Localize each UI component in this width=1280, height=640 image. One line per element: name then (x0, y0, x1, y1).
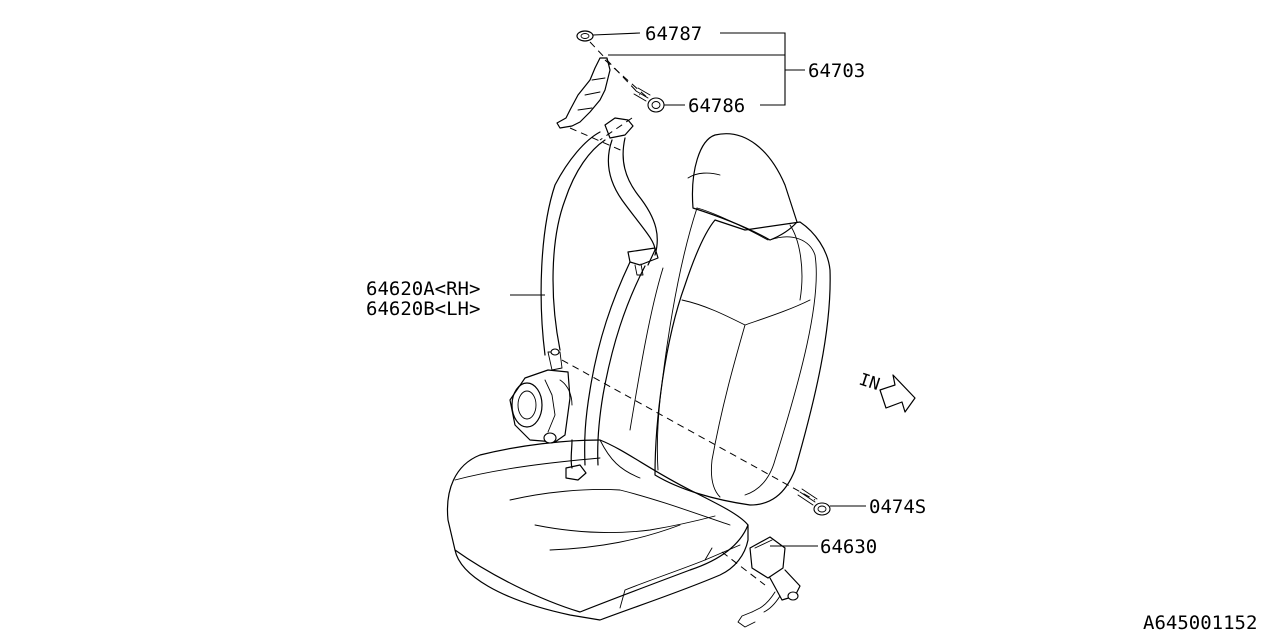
tongue-plate (627, 247, 659, 266)
callout-64786: 64786 (688, 95, 745, 117)
retractor (509, 348, 573, 444)
seat-belt-assembly (509, 117, 816, 501)
callout-64620b: 64620B<LH> (366, 298, 480, 320)
leader-lines (510, 32, 866, 547)
seat-back (654, 219, 831, 506)
buckle-assembly (721, 536, 801, 628)
callout-64620a: 64620A<RH> (366, 278, 480, 300)
callout-64703: 64703 (808, 60, 865, 82)
direction-label: IN (856, 370, 882, 395)
anchor-bolt (633, 87, 665, 113)
in-arrow-icon (879, 374, 916, 413)
direction-indicator: IN (856, 370, 916, 413)
upper-anchor-assembly (556, 30, 665, 153)
height-adjuster-plate (556, 57, 611, 129)
buckle-body (749, 536, 786, 579)
seat-illustration (446, 133, 831, 621)
lower-mounting-bolt (797, 488, 831, 516)
headrest (691, 133, 798, 241)
seat-cushion (446, 439, 749, 613)
callout-64787: 64787 (645, 23, 702, 45)
callout-labels: 64787 64703 64786 64620A<RH> 64620B<LH> … (366, 23, 1257, 634)
callout-0474s: 0474S (869, 496, 926, 518)
anchor-cover-cap (576, 30, 594, 42)
callout-64630: 64630 (820, 536, 877, 558)
lower-anchor (565, 464, 587, 481)
figure-id: A645001152 (1143, 612, 1257, 634)
belt-guide (604, 117, 634, 139)
